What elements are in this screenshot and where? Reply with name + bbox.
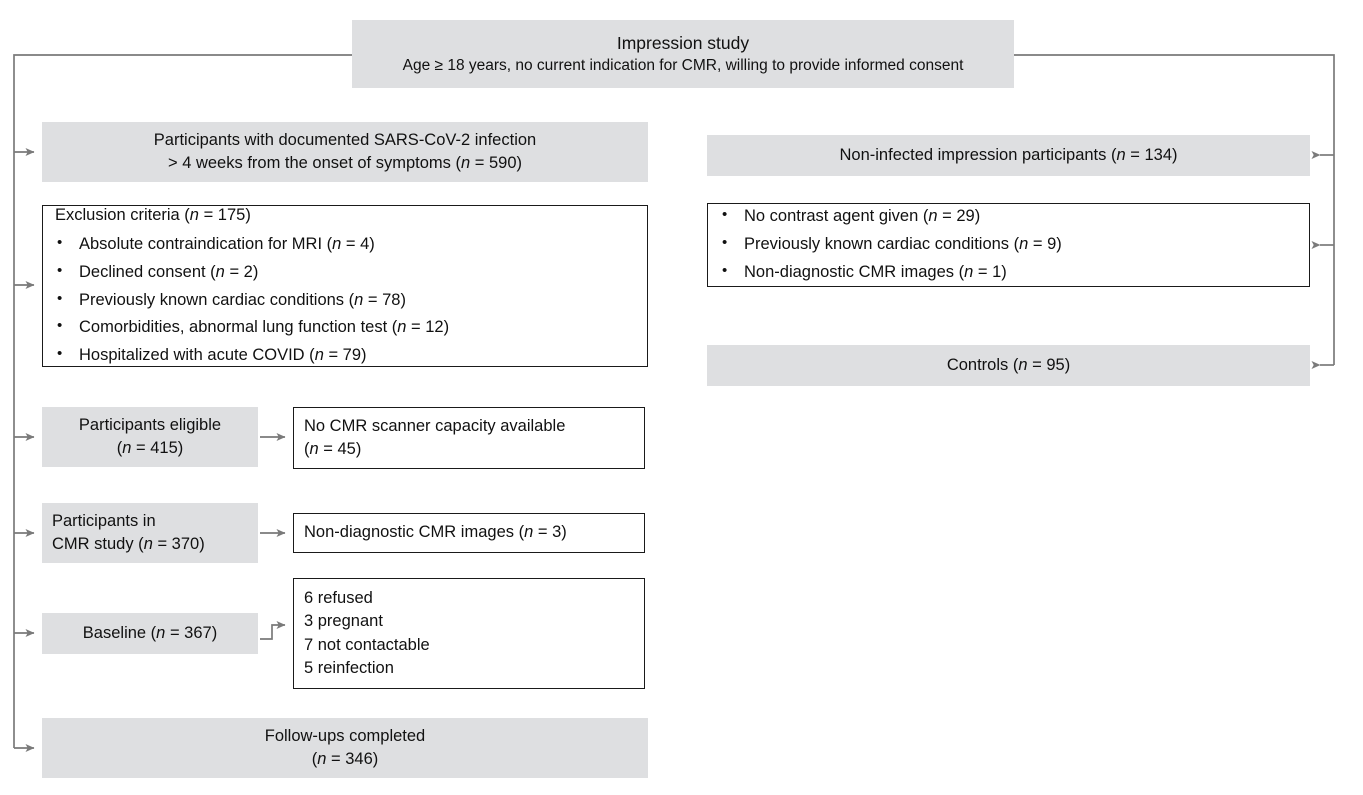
controls-box: Controls (n = 95) bbox=[707, 345, 1310, 386]
n-italic: n bbox=[332, 234, 342, 253]
n-italic: n bbox=[314, 346, 324, 365]
cmr-study-line-2: CMR study (n = 370) bbox=[52, 535, 205, 553]
dropout-item: 5 reinfection bbox=[304, 658, 394, 677]
n-italic: n bbox=[1018, 355, 1028, 374]
n-italic: n bbox=[460, 154, 471, 172]
no-scanner-capacity-box: No CMR scanner capacity available (n = 4… bbox=[293, 407, 645, 469]
n-italic: n bbox=[1019, 235, 1029, 254]
list-item: Absolute contraindication for MRI (n = 4… bbox=[43, 232, 449, 256]
noninfected-participants-box: Non-infected impression participants (n … bbox=[707, 135, 1310, 176]
list-item: Previously known cardiac conditions (n =… bbox=[708, 232, 1062, 256]
list-item: No contrast agent given (n = 29) bbox=[708, 204, 1062, 228]
list-item: Previously known cardiac conditions (n =… bbox=[43, 287, 449, 312]
n-italic: n bbox=[354, 290, 364, 309]
n-italic: n bbox=[964, 263, 974, 282]
infected-line-2: > 4 weeks from the onset of symptoms (n … bbox=[167, 154, 523, 172]
right-exclusion-list: No contrast agent given (n = 29) Previou… bbox=[708, 204, 1062, 284]
controls-text: Controls (n = 95) bbox=[946, 355, 1071, 374]
participants-eligible-box: Participants eligible (n = 415) bbox=[42, 407, 258, 467]
n-italic: n bbox=[317, 750, 327, 768]
list-item: Comorbidities, abnormal lung function te… bbox=[43, 315, 449, 339]
cmr-study-line-1: Participants in bbox=[52, 511, 156, 530]
dropout-item: 3 pregnant bbox=[304, 612, 383, 631]
nondiagnostic-images-box: Non-diagnostic CMR images (n = 3) bbox=[293, 513, 645, 553]
exclusion-criteria-box: Exclusion criteria (n = 175) Absolute co… bbox=[42, 205, 648, 367]
cmr-study-participants-box: Participants in CMR study (n = 370) bbox=[42, 503, 258, 563]
infected-participants-box: Participants with documented SARS-CoV-2 … bbox=[42, 122, 648, 182]
exclusion-list: Absolute contraindication for MRI (n = 4… bbox=[43, 232, 449, 368]
eligible-line-2: (n = 415) bbox=[116, 439, 184, 457]
list-item: Declined consent (n = 2) bbox=[43, 260, 449, 284]
n-italic: n bbox=[397, 318, 407, 337]
list-item: Hospitalized with acute COVID (n = 79) bbox=[43, 343, 449, 367]
followups-line-2: (n = 346) bbox=[311, 750, 379, 768]
study-title: Impression study bbox=[616, 32, 750, 53]
followups-completed-box: Follow-ups completed (n = 346) bbox=[42, 718, 648, 778]
baseline-text: Baseline (n = 367) bbox=[82, 623, 218, 642]
no-scanner-line-2: (n = 45) bbox=[304, 440, 362, 458]
dropout-reasons-box: 6 refused 3 pregnant 7 not contactable 5… bbox=[293, 578, 645, 689]
right-exclusion-box: No contrast agent given (n = 29) Previou… bbox=[707, 203, 1310, 287]
n-italic: n bbox=[309, 440, 319, 458]
n-italic: n bbox=[524, 523, 534, 542]
title-box: Impression study Age ≥ 18 years, no curr… bbox=[352, 20, 1014, 88]
dropout-item: 6 refused bbox=[304, 588, 373, 607]
noninfected-text: Non-infected impression participants (n … bbox=[839, 145, 1178, 164]
infected-line-1: Participants with documented SARS-CoV-2 … bbox=[153, 130, 537, 149]
baseline-box: Baseline (n = 367) bbox=[42, 613, 258, 654]
eligible-line-1: Participants eligible bbox=[78, 415, 222, 434]
n-italic: n bbox=[1116, 145, 1126, 164]
exclusion-heading: Exclusion criteria (n = 175) bbox=[55, 206, 251, 225]
list-item: Non-diagnostic CMR images (n = 1) bbox=[708, 260, 1062, 284]
n-italic: n bbox=[143, 535, 153, 553]
n-italic: n bbox=[928, 207, 938, 226]
nondiagnostic-text: Non-diagnostic CMR images (n = 3) bbox=[304, 523, 567, 542]
study-subtitle: Age ≥ 18 years, no current indication fo… bbox=[402, 57, 964, 75]
n-italic: n bbox=[156, 623, 166, 642]
followups-line-1: Follow-ups completed bbox=[264, 726, 426, 745]
n-italic: n bbox=[189, 206, 199, 225]
n-italic: n bbox=[122, 439, 132, 457]
n-italic: n bbox=[215, 262, 225, 281]
dropout-item: 7 not contactable bbox=[304, 635, 430, 654]
no-scanner-line-1: No CMR scanner capacity available bbox=[304, 416, 566, 435]
